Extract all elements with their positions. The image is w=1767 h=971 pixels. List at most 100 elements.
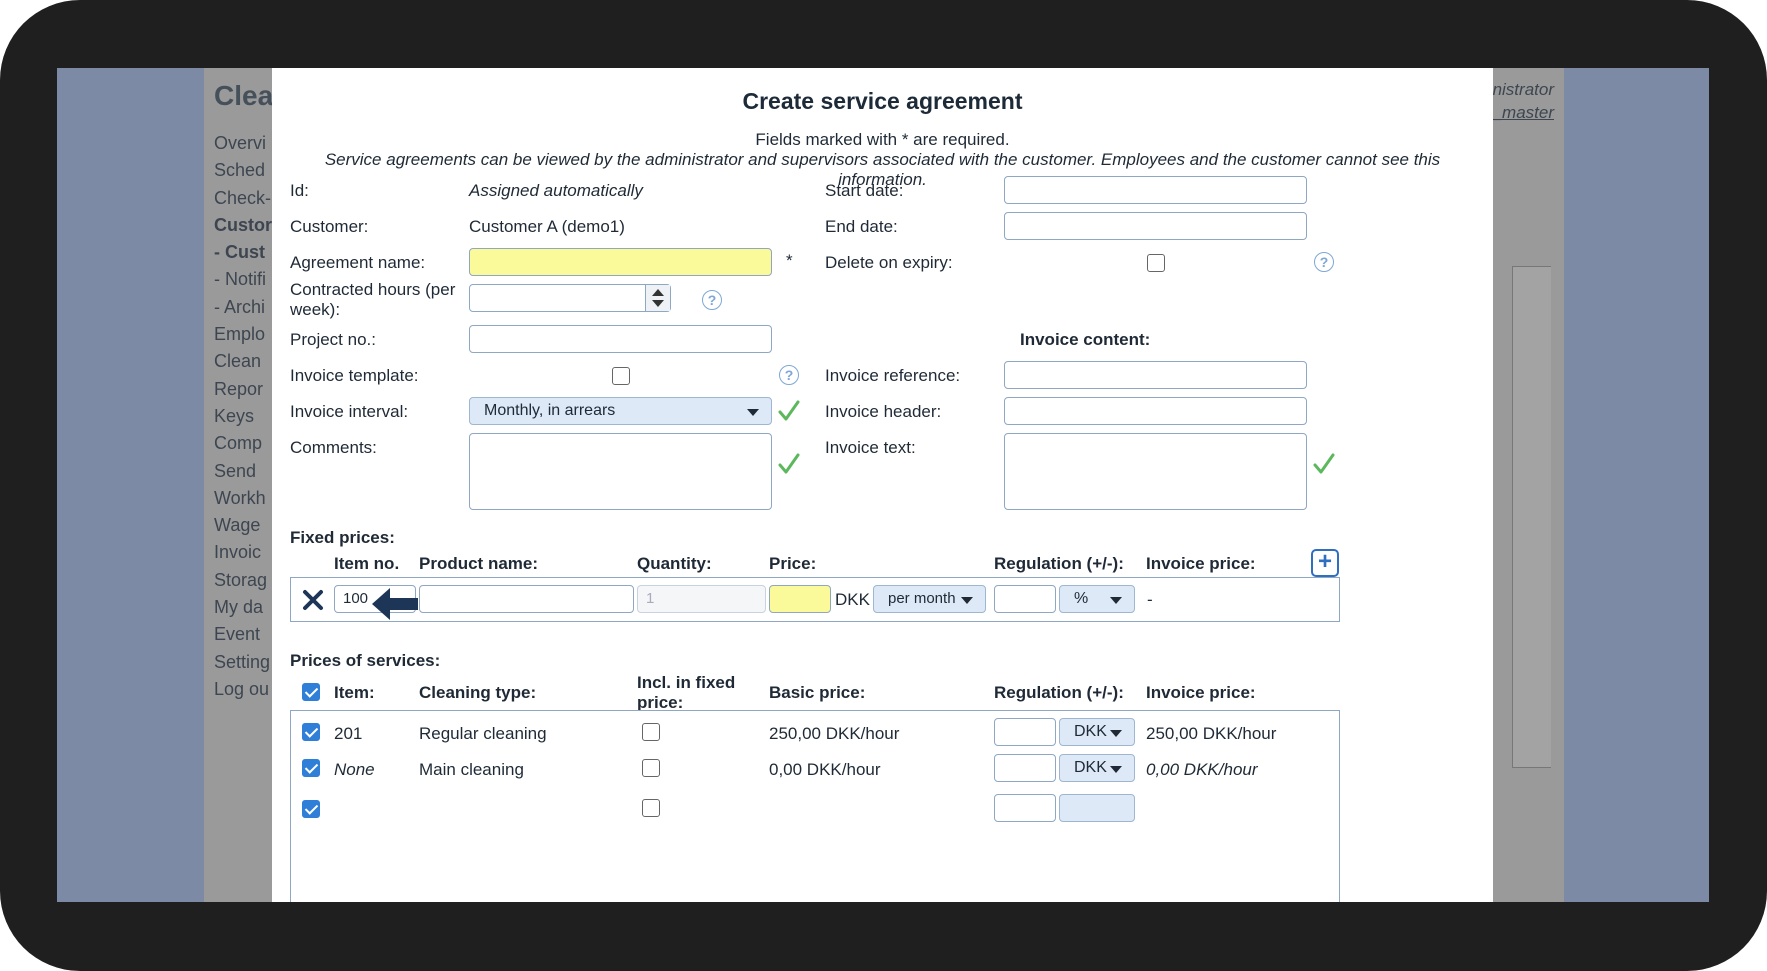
bg-menu-item[interactable]: My da: [214, 597, 264, 618]
bg-menu-item[interactable]: Emplo: [214, 324, 266, 345]
price-input[interactable]: [769, 585, 831, 613]
col-svc-regulation: Regulation (+/-):: [994, 683, 1124, 702]
contracted-hours-label: Contracted hours (per week):: [290, 280, 456, 319]
invoice-interval-label: Invoice interval:: [290, 402, 409, 421]
id-value: Assigned automatically: [469, 181, 643, 200]
service-invoice-price: 250,00 DKK/hour: [1146, 724, 1277, 743]
end-date-input[interactable]: [1004, 212, 1307, 240]
bg-menu-item[interactable]: Overvi: [214, 133, 267, 153]
project-no-label: Project no.:: [290, 330, 376, 349]
bg-menu-item[interactable]: Sched: [214, 160, 266, 181]
service-cleaning-type: Main cleaning: [419, 760, 524, 779]
bg-menu-item[interactable]: Workh: [214, 487, 266, 508]
bg-menu-item[interactable]: Check-: [214, 187, 272, 208]
regulation-unit-select[interactable]: %: [1059, 585, 1135, 613]
service-row-checkbox[interactable]: [302, 723, 320, 741]
bg-menu-item[interactable]: - Notifi: [214, 269, 267, 290]
service-basic-price: 250,00 DKK/hour: [769, 724, 900, 743]
col-product-name: Product name:: [419, 554, 539, 573]
col-regulation: Regulation (+/-):: [994, 554, 1124, 573]
service-basic-price: 0,00 DKK/hour: [769, 760, 881, 779]
col-quantity: Quantity:: [637, 554, 712, 573]
bg-menu-item[interactable]: Invoic: [214, 542, 262, 563]
bg-menu-item[interactable]: Wage: [214, 515, 261, 536]
comments-label: Comments:: [290, 438, 377, 457]
invoice-header-input[interactable]: [1004, 397, 1307, 425]
user-role: nistrator: [1492, 80, 1554, 99]
col-basic-price: Basic price:: [769, 683, 866, 702]
service-regulation-input[interactable]: [994, 718, 1056, 746]
contracted-hours-help-icon[interactable]: ?: [702, 290, 722, 310]
invoice-reference-label: Invoice reference:: [825, 366, 961, 385]
service-unit-select[interactable]: [1059, 794, 1135, 822]
fixed-prices-heading: Fixed prices:: [290, 528, 395, 547]
delete-on-expiry-help-icon[interactable]: ?: [1314, 252, 1334, 272]
invoice-template-help-icon[interactable]: ?: [779, 365, 799, 385]
bg-menu-item[interactable]: - Cust: [214, 242, 265, 263]
delete-on-expiry-checkbox[interactable]: [1147, 254, 1165, 272]
required-star: *: [786, 251, 793, 270]
col-svc-invoice-price: Invoice price:: [1146, 683, 1256, 702]
bg-menu-item[interactable]: Event: [214, 624, 261, 645]
remove-row-x-icon[interactable]: [302, 589, 324, 611]
service-cleaning-type: Regular cleaning: [419, 724, 547, 743]
service-item: 201: [334, 724, 363, 743]
bg-menu-item[interactable]: Log ou: [214, 678, 270, 699]
service-incl-fixed-checkbox[interactable]: [642, 799, 660, 817]
col-invoice-price: Invoice price:: [1146, 554, 1256, 573]
project-no-input[interactable]: [469, 325, 772, 353]
required-note: Fields marked with * are required.: [755, 130, 1010, 149]
bg-menu-item[interactable]: Storag: [214, 569, 268, 590]
service-row-checkbox[interactable]: [302, 800, 320, 818]
period-select[interactable]: per month: [873, 585, 986, 613]
invoice-content-heading: Invoice content:: [1020, 330, 1151, 349]
service-unit-select[interactable]: DKK: [1059, 754, 1135, 782]
prices-of-services-heading: Prices of services:: [290, 651, 441, 670]
visibility-note: Service agreements can be viewed by the …: [324, 150, 1441, 189]
arrow-left-pointer-icon: [372, 588, 418, 620]
agreement-name-input[interactable]: [469, 248, 772, 276]
start-date-input[interactable]: [1004, 176, 1307, 204]
col-price: Price:: [769, 554, 817, 573]
bg-menu-item[interactable]: Keys: [214, 405, 255, 426]
col-item: Item:: [334, 683, 375, 702]
invoice-interval-select[interactable]: Monthly, in arrears: [469, 397, 772, 425]
product-name-input[interactable]: [419, 585, 634, 613]
col-incl-fixed-price: Incl. in fixed price:: [637, 673, 736, 712]
service-regulation-input[interactable]: [994, 754, 1056, 782]
bg-menu-item[interactable]: Comp: [214, 433, 263, 454]
bg-menu-item[interactable]: Custor: [214, 214, 272, 235]
service-regulation-input[interactable]: [994, 794, 1056, 822]
customer-label: Customer:: [290, 217, 369, 236]
invoice-reference-input[interactable]: [1004, 361, 1307, 389]
bg-menu-item[interactable]: Repor: [214, 378, 264, 399]
service-unit-select[interactable]: DKK: [1059, 718, 1135, 746]
service-incl-fixed-checkbox[interactable]: [642, 723, 660, 741]
add-fixed-price-button[interactable]: +: [1311, 549, 1339, 577]
invoice-text-label: Invoice text:: [825, 438, 916, 457]
service-incl-fixed-checkbox[interactable]: [642, 759, 660, 777]
id-label: Id:: [290, 181, 309, 200]
chevron-down-icon: [961, 597, 973, 604]
delete-on-expiry-label: Delete on expiry:: [825, 253, 953, 272]
bg-menu-item[interactable]: - Archi: [214, 296, 266, 317]
bg-menu-item[interactable]: Send: [214, 460, 257, 481]
service-unit-value: DKK: [1074, 759, 1107, 776]
contracted-hours-input[interactable]: [469, 284, 671, 312]
invoice-template-checkbox[interactable]: [612, 367, 630, 385]
bg-menu-item[interactable]: Clean: [214, 351, 262, 372]
invoice-text-textarea[interactable]: [1004, 433, 1307, 510]
quantity-input[interactable]: 1: [637, 585, 766, 613]
regulation-input[interactable]: [994, 585, 1056, 613]
chevron-down-icon: [747, 409, 759, 416]
fixed-invoice-price: -: [1147, 590, 1153, 609]
service-row-checkbox[interactable]: [302, 759, 320, 777]
bg-menu-item[interactable]: Setting: [214, 651, 271, 672]
select-all-services-checkbox[interactable]: [302, 683, 320, 701]
comments-textarea[interactable]: [469, 433, 772, 510]
start-date-label: Start date:: [825, 181, 904, 200]
spinner-buttons[interactable]: [645, 285, 670, 311]
invoice-header-label: Invoice header:: [825, 402, 942, 421]
period-value: per month: [888, 590, 956, 607]
